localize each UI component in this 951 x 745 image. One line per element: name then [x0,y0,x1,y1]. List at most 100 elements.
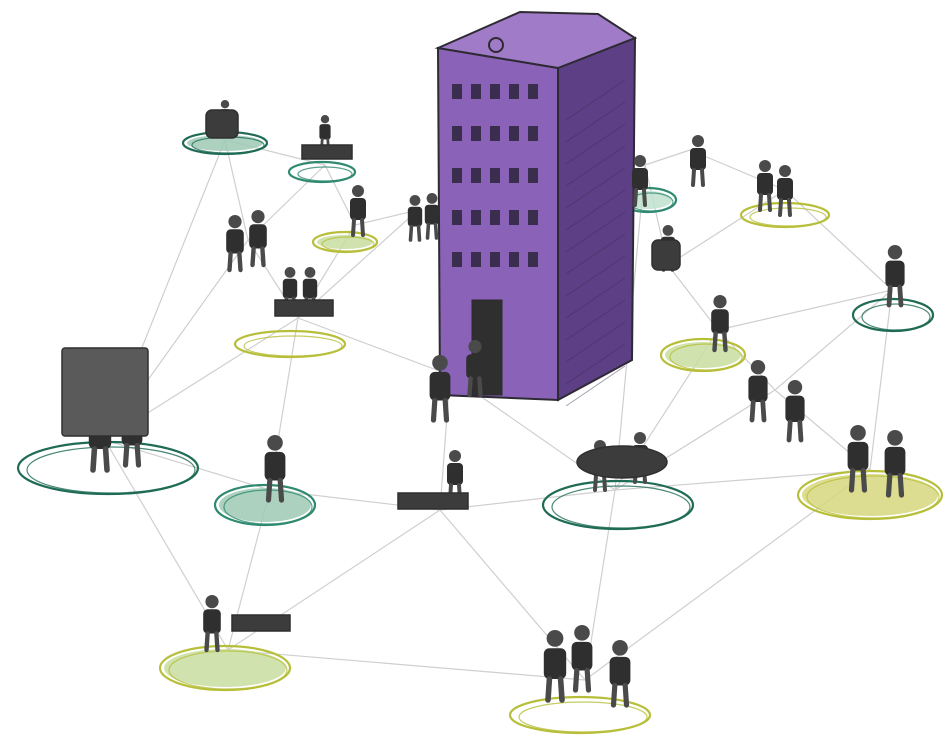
person-figure [884,430,906,498]
person-figure [424,193,440,240]
building-window [452,210,462,225]
person-leg [700,168,705,187]
hatch-line [565,255,626,297]
person-torso [203,609,221,634]
building-window [452,168,462,183]
person-head [284,267,296,278]
person-figure [690,135,706,187]
person-torso [466,354,484,379]
desk-bottom-left [231,614,291,632]
person-torso [302,278,318,299]
person-leg [214,631,220,653]
office-props [61,109,681,632]
ground-rings [16,130,944,735]
person-figure [571,625,593,693]
person-head [426,193,438,204]
person-leg [633,188,638,207]
person-leg [360,218,365,237]
ring-fill [802,474,938,516]
ground-ring [739,201,831,229]
person-head [267,435,283,451]
ground-ring-inner [26,446,196,494]
hatch-line [565,321,626,363]
hatch-line [565,167,626,209]
person-leg [122,442,130,468]
person-torso [249,224,267,249]
person-leg [408,224,414,242]
person-figure [609,640,631,708]
hatch-line [565,233,626,275]
meeting-table [576,445,668,479]
hatch-line [565,277,626,319]
person-figure [847,425,869,493]
person-leg [557,676,565,703]
ground-ring-inner [168,650,288,690]
building-window [471,168,481,183]
person-torso [543,648,567,679]
ground-ring-inner [321,236,375,252]
person-figure [264,435,286,503]
person-leg [265,477,273,503]
ground-ring-inner [243,335,343,357]
building-window [452,126,462,141]
network-link [774,289,893,391]
network-link [224,139,249,241]
person-figure [632,155,648,207]
person-figure [785,380,805,443]
person-head [352,185,364,197]
person-leg [545,676,553,703]
person-leg [797,419,804,443]
ring-fill [665,342,741,368]
building-window [471,84,481,99]
person-head [692,135,704,147]
building-window [528,210,538,225]
person-leg [860,467,868,493]
building-window [528,252,538,267]
person-leg [897,284,904,308]
desk-center [397,492,469,510]
person-torso [264,451,286,481]
building-window [509,210,519,225]
network-link [354,209,419,226]
person-figure [748,360,768,423]
building-windows [452,84,538,267]
person-head [750,360,766,375]
ground-ring-inner [806,475,940,519]
person-leg [610,682,618,708]
ring-fill [164,649,286,687]
network-link [614,469,871,491]
ring-fill [219,488,311,522]
ground-ring [508,695,652,735]
desk-left [274,299,334,317]
person-head [634,155,646,167]
person-leg [584,667,592,693]
person-torso [748,375,768,402]
person-leg [758,193,763,212]
person-head [662,225,674,236]
office-building [434,10,638,407]
person-head [546,630,564,647]
person-head [787,380,803,395]
person-leg [787,198,792,217]
person-leg [760,399,767,423]
building-window [490,126,500,141]
person-torso [571,641,593,671]
person-leg [442,397,450,423]
building-window [490,210,500,225]
person-figure [777,165,793,217]
person-leg [204,631,210,653]
ground-ring [796,469,944,521]
person-leg [786,419,793,443]
hatch-line [565,189,626,231]
person-figure [226,215,244,273]
person-torso [226,229,244,254]
person-leg [250,246,256,268]
person-figure [429,355,451,423]
building-window [528,168,538,183]
presentation-board [61,347,149,437]
building-window [509,252,519,267]
person-leg [134,442,142,468]
person-head [304,267,316,278]
person-leg [351,218,356,237]
person-head [409,195,421,206]
